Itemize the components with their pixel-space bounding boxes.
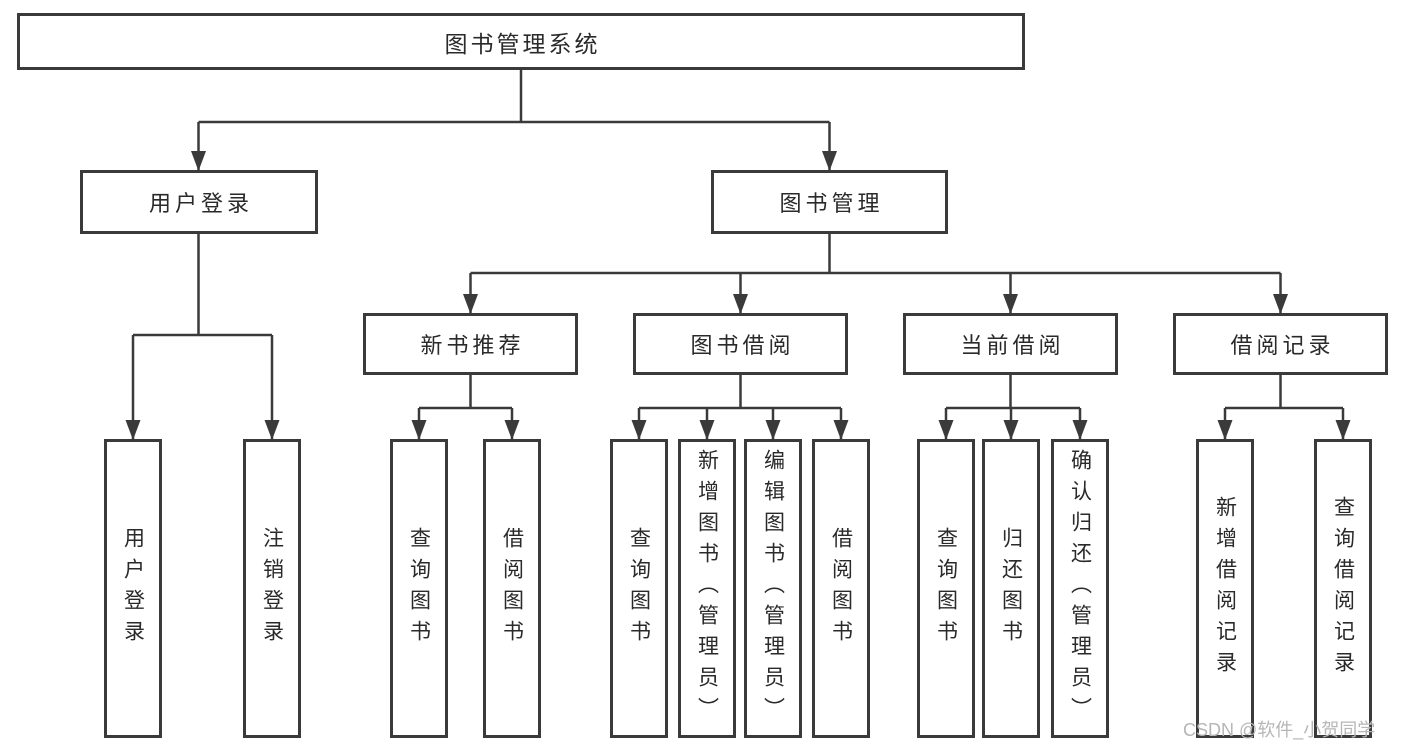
leaf-return-book: 归还图书 <box>982 439 1040 738</box>
connector-book-borrow <box>631 373 849 440</box>
leaf-query-borrow-record-label: 查询借阅记录 <box>1331 495 1355 682</box>
connector-new-book-recommend <box>411 373 520 440</box>
connector-book-management <box>463 232 1288 314</box>
node-book-borrow-label: 图书借阅 <box>690 333 795 358</box>
connector-root-to-level2 <box>191 70 837 171</box>
watermark: CSDN @软件_小贺同学 <box>1183 720 1376 740</box>
node-root: 图书管理系统 <box>17 13 1025 70</box>
leaf-query-books-borrow: 查询图书 <box>610 439 668 738</box>
connector-current-borrow <box>938 373 1088 440</box>
leaf-add-book-admin-label: 新增图书（管理员） <box>695 449 719 728</box>
leaf-add-book-admin: 新增图书（管理员） <box>678 439 736 738</box>
node-root-label: 图书管理系统 <box>444 30 601 57</box>
leaf-logout: 注销登录 <box>243 439 301 738</box>
node-borrow-records: 借阅记录 <box>1173 313 1388 375</box>
node-new-book-recommend: 新书推荐 <box>363 313 578 375</box>
leaf-user-login: 用户登录 <box>104 439 162 738</box>
node-book-management: 图书管理 <box>711 170 948 234</box>
leaf-return-book-label: 归还图书 <box>999 526 1023 651</box>
leaf-query-books-current-label: 查询图书 <box>934 526 958 651</box>
leaf-query-books-recommend: 查询图书 <box>390 439 448 738</box>
leaf-query-books-borrow-label: 查询图书 <box>627 526 651 651</box>
node-new-book-recommend-label: 新书推荐 <box>420 333 525 358</box>
connector-borrow-records <box>1217 373 1351 440</box>
node-book-borrow: 图书借阅 <box>633 313 848 375</box>
leaf-edit-book-admin: 编辑图书（管理员） <box>744 439 802 738</box>
node-user-login-label: 用户登录 <box>148 191 253 216</box>
node-current-borrow: 当前借阅 <box>903 313 1118 375</box>
node-current-borrow-label: 当前借阅 <box>960 333 1065 358</box>
node-book-management-label: 图书管理 <box>779 191 884 216</box>
leaf-borrow-books: 借阅图书 <box>812 439 870 738</box>
node-borrow-records-label: 借阅记录 <box>1230 333 1335 358</box>
leaf-query-borrow-record: 查询借阅记录 <box>1314 439 1372 738</box>
leaf-borrow-books-recommend-label: 借阅图书 <box>500 526 524 651</box>
leaf-borrow-books-recommend: 借阅图书 <box>483 439 541 738</box>
leaf-logout-label: 注销登录 <box>260 526 284 651</box>
leaf-add-borrow-record-label: 新增借阅记录 <box>1213 495 1237 682</box>
leaf-query-books-recommend-label: 查询图书 <box>407 526 431 651</box>
leaf-borrow-books-label: 借阅图书 <box>829 526 853 651</box>
leaf-confirm-return-admin: 确认归还（管理员） <box>1051 439 1109 738</box>
leaf-query-books-current: 查询图书 <box>917 439 975 738</box>
node-user-login: 用户登录 <box>80 170 318 234</box>
leaf-confirm-return-admin-label: 确认归还（管理员） <box>1068 449 1092 728</box>
connector-user-login <box>125 232 280 440</box>
leaf-user-login-label: 用户登录 <box>121 526 145 651</box>
leaf-add-borrow-record: 新增借阅记录 <box>1196 439 1254 738</box>
leaf-edit-book-admin-label: 编辑图书（管理员） <box>761 449 785 728</box>
